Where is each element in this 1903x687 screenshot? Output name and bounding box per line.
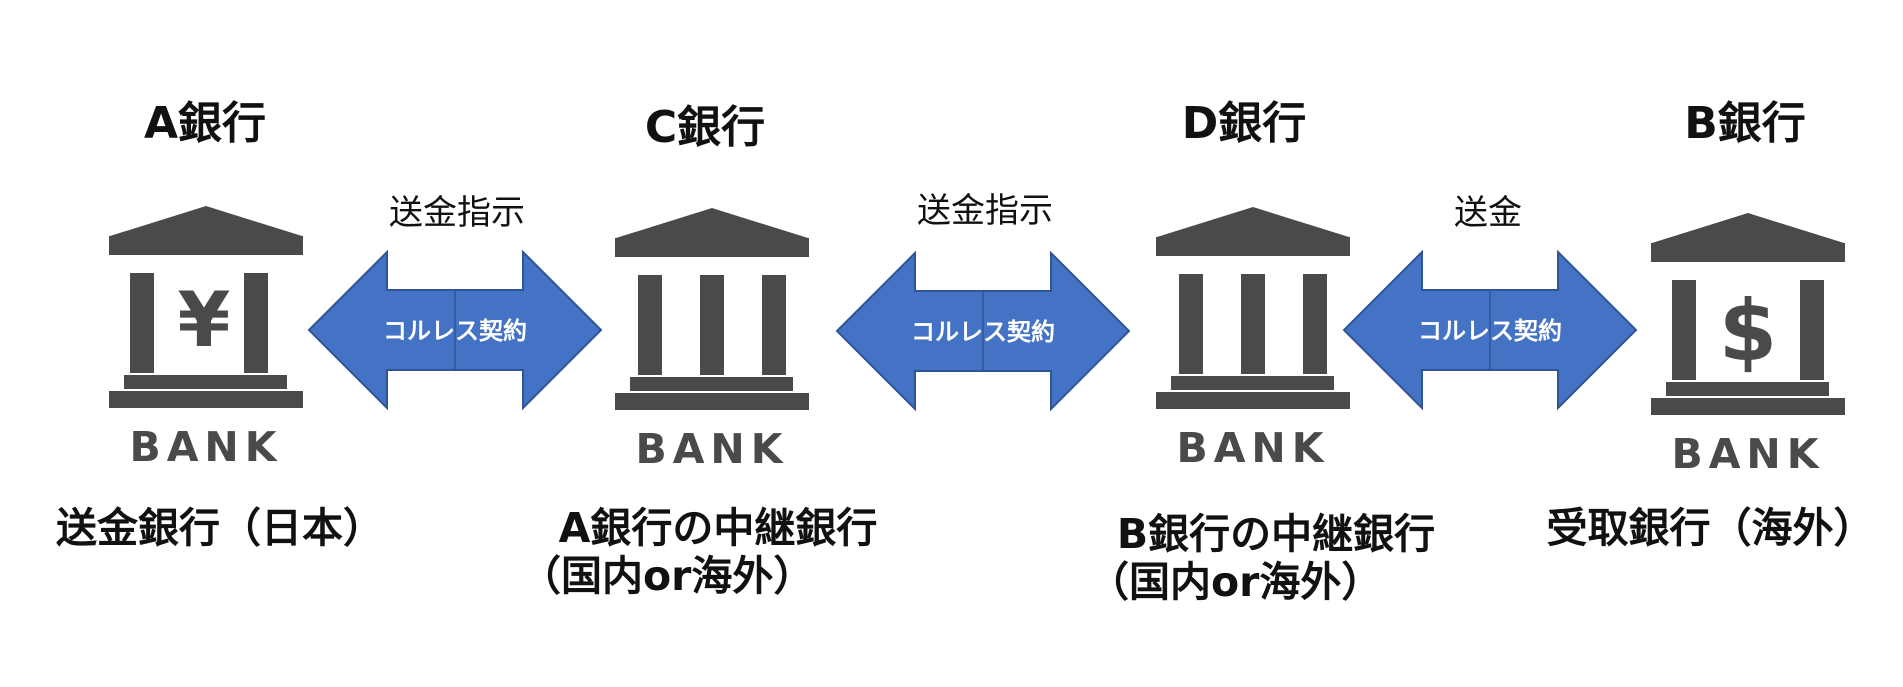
bank-title-c: C銀行: [644, 102, 766, 153]
dollar-symbol: $: [1719, 282, 1777, 380]
double-arrow-3: コルレス契約: [1342, 250, 1638, 410]
bank-word-b: BANK: [1671, 430, 1824, 472]
yen-symbol: ¥: [178, 275, 231, 364]
bank-role-d-line-1: B銀行の中継銀行: [1116, 510, 1436, 558]
link-label-3: 送金: [1454, 193, 1522, 233]
bank-role-b: 受取銀行（海外）: [1523, 504, 1898, 552]
bank-role-a: 送金銀行（日本）: [20, 504, 420, 552]
bank-word-c: BANK: [635, 425, 788, 467]
bank-dollar-icon: $ BANK: [1651, 213, 1845, 472]
bank-yen-icon: ¥ BANK: [109, 206, 303, 465]
bank-role-d: B銀行の中継銀行 （国内or海外）: [1066, 510, 1486, 607]
link-label-1: 送金指示: [389, 193, 525, 233]
bank-title-b: B銀行: [1684, 98, 1806, 149]
double-arrow-2: コルレス契約: [835, 251, 1131, 411]
bank-role-c: A銀行の中継銀行 （国内or海外）: [508, 504, 928, 601]
bank-word-a: BANK: [129, 423, 282, 465]
bank-role-d-line-2: （国内or海外）: [1088, 558, 1383, 607]
bank-word-d: BANK: [1176, 424, 1329, 466]
bank-role-c-line-2: （国内or海外）: [520, 552, 815, 601]
link-inner-label-2: コルレス契約: [911, 318, 1055, 346]
double-arrow-1: コルレス契約: [307, 250, 603, 410]
link-inner-label-3: コルレス契約: [1418, 317, 1562, 345]
bank-role-c-line-1: A銀行の中継銀行: [558, 504, 878, 552]
bank-role-a-line-1: 送金銀行（日本）: [56, 504, 384, 552]
bank-title-a: A銀行: [143, 98, 267, 149]
bank-icon-d: BANK: [1156, 207, 1350, 466]
bank-icon-c: BANK: [615, 208, 809, 467]
link-inner-label-1: コルレス契約: [383, 317, 527, 345]
bank-role-b-line-1: 受取銀行（海外）: [1546, 504, 1875, 552]
bank-title-d: D銀行: [1181, 98, 1307, 149]
link-label-2: 送金指示: [917, 191, 1053, 231]
